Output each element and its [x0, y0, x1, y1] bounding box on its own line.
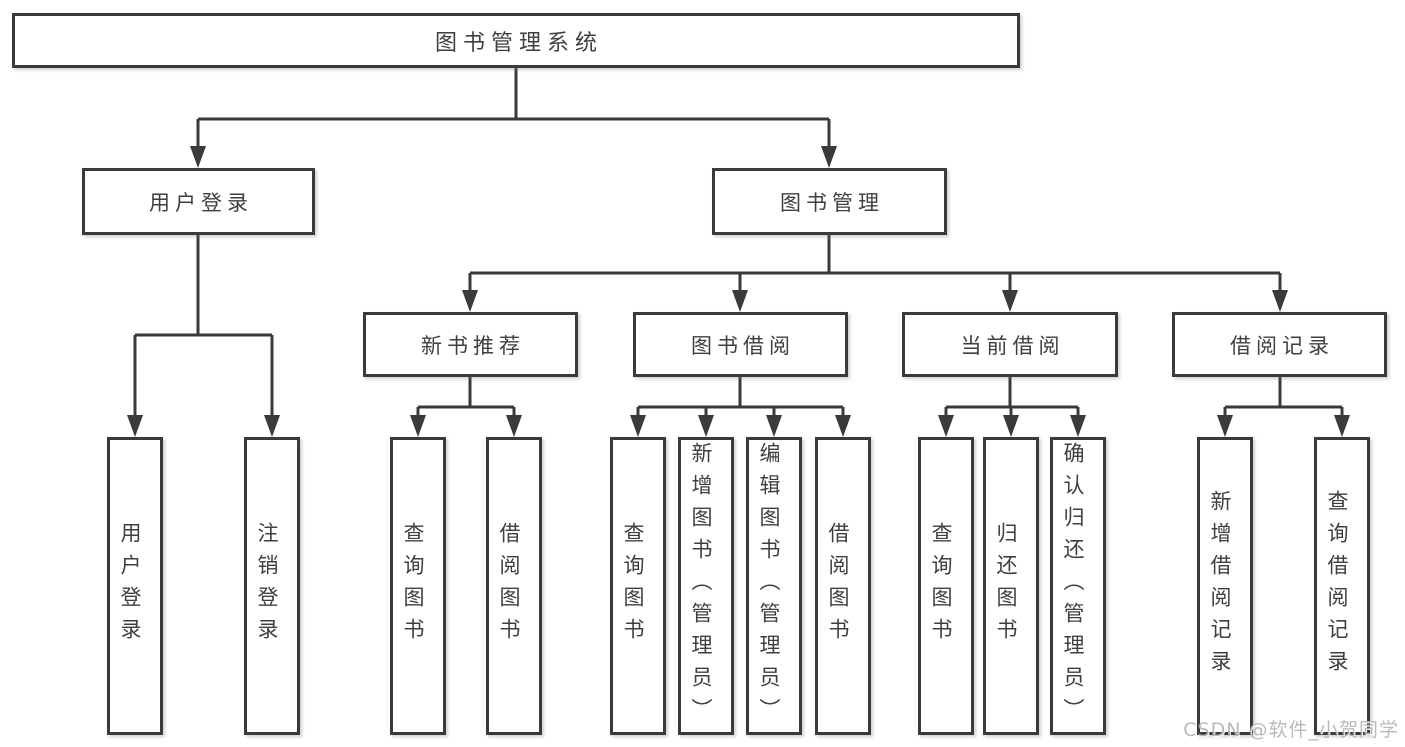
arrowhead: [821, 146, 837, 168]
leaf-borrow-books-2: 借阅图书: [815, 437, 871, 735]
node-user-login: 用户登录: [82, 168, 315, 235]
arrowhead: [1070, 415, 1086, 437]
node-book-borrowing: 图书借阅: [633, 312, 848, 377]
node-label: 归还图书: [994, 522, 1018, 650]
leaf-add-book-admin: 新增图书（管理员）: [678, 437, 734, 735]
node-label: 查询图书: [929, 522, 953, 650]
leaf-logout: 注销登录: [244, 437, 300, 735]
arrowhead: [766, 415, 782, 437]
node-label: 编辑图书（管理员）: [757, 442, 781, 730]
arrowhead: [462, 290, 478, 312]
node-label: 新增借阅记录: [1208, 490, 1232, 682]
arrowhead: [1217, 415, 1233, 437]
arrowhead: [1003, 415, 1019, 437]
node-new-book-recommend: 新书推荐: [363, 312, 578, 377]
node-label: 查询图书: [401, 522, 425, 650]
arrowhead: [938, 415, 954, 437]
leaf-confirm-return-admin: 确认归还（管理员）: [1050, 437, 1106, 735]
leaf-query-borrow-record: 查询借阅记录: [1314, 437, 1370, 735]
arrowhead: [1002, 290, 1018, 312]
node-label: 借阅图书: [497, 522, 521, 650]
leaf-query-books-3: 查询图书: [918, 437, 974, 735]
leaf-borrow-books-1: 借阅图书: [486, 437, 542, 735]
arrowhead: [630, 415, 646, 437]
node-label: 注销登录: [255, 522, 279, 650]
node-label: 确认归还（管理员）: [1061, 442, 1085, 730]
node-label: 查询借阅记录: [1325, 490, 1349, 682]
leaf-return-book: 归还图书: [983, 437, 1039, 735]
arrowhead: [732, 290, 748, 312]
node-label: 新增图书（管理员）: [689, 442, 713, 730]
node-label: 查询图书: [621, 522, 645, 650]
arrowhead: [698, 415, 714, 437]
leaf-query-books-1: 查询图书: [390, 437, 446, 735]
node-root: 图书管理系统: [12, 13, 1020, 68]
node-label: 图书管理: [780, 190, 884, 215]
node-label: 新书推荐: [421, 333, 525, 358]
leaf-add-borrow-record: 新增借阅记录: [1197, 437, 1253, 735]
node-borrow-records: 借阅记录: [1172, 312, 1387, 377]
node-label: 图书管理系统: [434, 30, 603, 56]
node-book-management: 图书管理: [712, 168, 947, 235]
leaf-user-login: 用户登录: [107, 437, 163, 735]
arrowhead: [264, 415, 280, 437]
arrowhead: [127, 415, 143, 437]
node-label: 图书借阅: [691, 333, 795, 358]
node-current-borrowing: 当前借阅: [902, 312, 1118, 377]
node-label: 借阅记录: [1230, 333, 1334, 358]
node-label: 当前借阅: [960, 333, 1065, 358]
arrowhead: [835, 415, 851, 437]
arrowhead: [190, 146, 206, 168]
leaf-query-books-2: 查询图书: [610, 437, 666, 735]
node-label: 用户登录: [118, 522, 142, 650]
watermark: CSDN @软件_小贺同学: [1183, 719, 1399, 741]
node-label: 用户登录: [149, 190, 253, 215]
arrowhead: [1272, 290, 1288, 312]
arrowhead: [506, 415, 522, 437]
leaf-edit-book-admin: 编辑图书（管理员）: [746, 437, 802, 735]
node-label: 借阅图书: [826, 522, 850, 650]
arrowhead: [410, 415, 426, 437]
arrowhead: [1334, 415, 1350, 437]
arrowheads: [127, 146, 1350, 437]
